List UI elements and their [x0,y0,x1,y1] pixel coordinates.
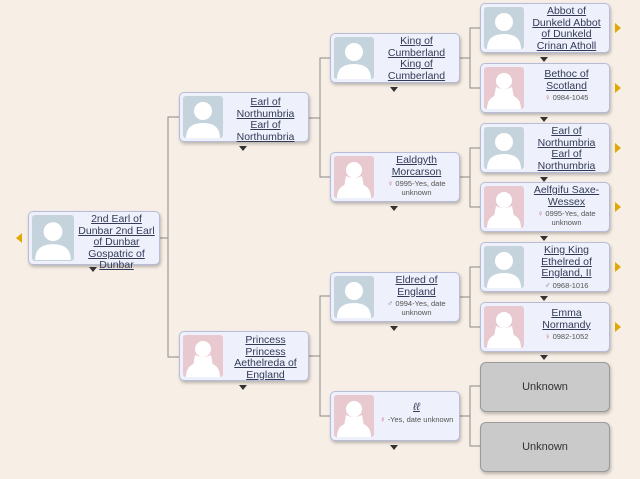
caret-down-icon[interactable] [239,385,247,390]
caret-down-icon[interactable] [390,87,398,92]
person-silhouette-icon [484,67,524,109]
person-silhouette-icon [484,186,524,228]
person-name[interactable]: Aelfgifu Saxe-Wessex [533,184,600,208]
arrow-right-icon[interactable] [615,322,621,332]
arrow-right-icon[interactable] [615,83,621,93]
person-name[interactable]: ℓℓ [413,401,420,413]
arrow-right-icon[interactable] [615,143,621,153]
unknown-person-card[interactable]: Unknown [480,422,610,472]
person-name[interactable]: Bethoc of Scotland [544,68,589,92]
person-info: Bethoc of Scotland ♀0984-1045 [527,68,606,110]
person-name[interactable]: 2nd Earl of Dunbar 2nd Earl of Dunbar Go… [78,213,155,271]
arrow-right-icon[interactable] [615,202,621,212]
caret-down-icon[interactable] [239,146,247,151]
caret-down-icon[interactable] [540,355,548,360]
person-silhouette-icon [334,156,374,198]
person-name[interactable]: Emma Normandy [542,307,591,331]
person-dates: ♂0968-1016 [544,280,589,290]
caret-down-icon[interactable] [540,236,548,241]
person-name[interactable]: Ealdgyth Morcarson [391,154,442,178]
person-card-paternal-grandfather[interactable]: King of Cumberland King of Cumberland [330,33,460,83]
person-info: Ealdgyth Morcarson ♀0995-Yes, date unkno… [377,154,456,199]
caret-down-icon[interactable] [390,326,398,331]
male-symbol-icon: ♂ [387,299,394,308]
caret-down-icon[interactable] [390,445,398,450]
person-silhouette-icon [484,306,524,348]
person-card-mother[interactable]: Princess Princess Aethelreda of England [179,331,309,381]
female-symbol-icon: ♀ [379,414,386,424]
person-card-great-grandparent-1[interactable]: Abbot of Dunkeld Abbot of Dunkeld Crinan… [480,3,610,53]
person-info: Earl of Northumbria Earl of Northumbria [226,96,305,142]
person-name[interactable]: King of Cumberland King of Cumberland [387,35,446,82]
person-dates: ♀0995-Yes, date unknown [537,209,596,227]
person-card-paternal-grandmother[interactable]: Ealdgyth Morcarson ♀0995-Yes, date unkno… [330,152,460,202]
male-symbol-icon: ♂ [544,280,551,290]
person-name[interactable]: Abbot of Dunkeld Abbot of Dunkeld Crinan… [532,5,601,52]
person-card-great-grandparent-4[interactable]: Aelfgifu Saxe-Wessex ♀0995-Yes, date unk… [480,182,610,232]
person-silhouette-icon [183,335,223,377]
female-symbol-icon: ♀ [544,332,551,341]
person-name[interactable]: Earl of Northumbria Earl of Northumbria [236,96,295,143]
person-info: 2nd Earl of Dunbar 2nd Earl of Dunbar Go… [77,213,156,270]
person-card-great-grandparent-3[interactable]: Earl of Northumbria Earl of Northumbria [480,123,610,173]
person-card-father[interactable]: Earl of Northumbria Earl of Northumbria [179,92,309,142]
person-silhouette-icon [32,215,74,261]
person-dates: ♀0984-1045 [544,93,589,102]
person-info: King King Ethelred of England, II ♂0968-… [527,244,606,290]
caret-down-icon[interactable] [540,296,548,301]
female-symbol-icon: ♀ [387,179,394,188]
female-symbol-icon: ♀ [544,93,551,102]
caret-down-icon[interactable] [540,177,548,182]
arrow-right-icon[interactable] [615,23,621,33]
person-dates: ♀0995-Yes, date unknown [387,179,446,197]
person-name[interactable]: Princess Princess Aethelreda of England [234,334,297,381]
person-silhouette-icon [183,96,223,138]
person-card-great-grandparent-5[interactable]: King King Ethelred of England, II ♂0968-… [480,242,610,292]
person-silhouette-icon [484,246,524,288]
person-info: Aelfgifu Saxe-Wessex ♀0995-Yes, date unk… [527,184,606,229]
person-silhouette-icon [484,127,524,169]
caret-down-icon[interactable] [390,206,398,211]
person-name[interactable]: Earl of Northumbria Earl of Northumbria [537,125,596,172]
person-card-great-grandparent-2[interactable]: Bethoc of Scotland ♀0984-1045 [480,63,610,113]
person-dates: ♀0982-1052 [544,332,589,341]
female-symbol-icon: ♀ [537,209,544,218]
person-info: Eldred of England ♂0994-Yes, date unknow… [377,274,456,319]
person-info: ℓℓ ♀-Yes, date unknown [377,401,456,438]
person-dates: ♂0994-Yes, date unknown [387,299,446,317]
caret-down-icon[interactable] [540,117,548,122]
arrow-right-icon[interactable] [615,262,621,272]
person-card-maternal-grandfather[interactable]: Eldred of England ♂0994-Yes, date unknow… [330,272,460,322]
person-info: Princess Princess Aethelreda of England [226,334,305,381]
expand-left-icon[interactable] [16,233,22,243]
person-info: Emma Normandy ♀0982-1052 [527,307,606,349]
person-card-root[interactable]: 2nd Earl of Dunbar 2nd Earl of Dunbar Go… [28,211,160,271]
person-silhouette-icon [484,7,524,49]
person-info: Abbot of Dunkeld Abbot of Dunkeld Crinan… [527,5,606,52]
caret-down-icon[interactable] [540,57,548,62]
person-silhouette-icon [334,395,374,437]
person-card-maternal-grandmother[interactable]: ℓℓ ♀-Yes, date unknown [330,391,460,441]
person-dates: ♀-Yes, date unknown [379,414,454,424]
person-info: Earl of Northumbria Earl of Northumbria [527,125,606,172]
unknown-person-card[interactable]: Unknown [480,362,610,412]
person-silhouette-icon [334,37,374,79]
person-name[interactable]: Eldred of England [395,274,438,298]
person-silhouette-icon [334,276,374,318]
person-info: King of Cumberland King of Cumberland [377,35,456,82]
person-name[interactable]: King King Ethelred of England, II [541,244,592,279]
caret-down-icon[interactable] [89,267,97,272]
person-card-great-grandparent-6[interactable]: Emma Normandy ♀0982-1052 [480,302,610,352]
